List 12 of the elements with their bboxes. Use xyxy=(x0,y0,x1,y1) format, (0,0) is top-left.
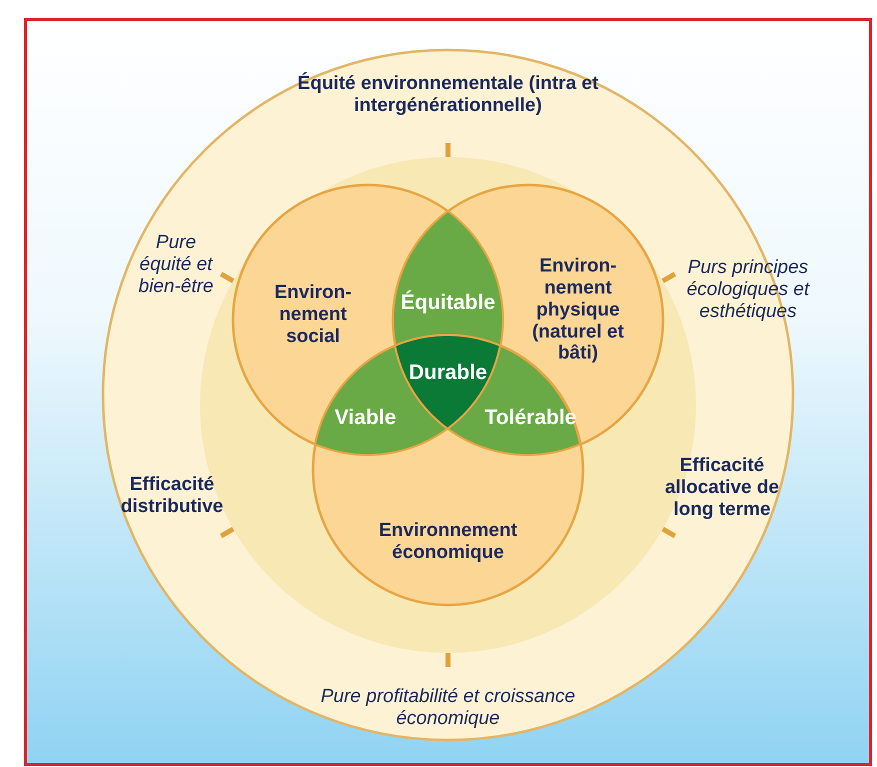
region-label: Équitable xyxy=(400,290,496,315)
ring-label: Pure profitabilité et croissance économique xyxy=(320,686,576,730)
region-label: Viable xyxy=(334,406,396,430)
region-label: Environ- nement social xyxy=(273,282,353,348)
ring-label: Pure équité et bien-être xyxy=(138,232,214,298)
ring-label: Efficacité allocative de long terme xyxy=(664,455,780,521)
region-label: Environ- nement physique (naturel et bâti) xyxy=(531,255,625,365)
ring-label: Purs principes écologiques et esthétiques xyxy=(686,257,810,323)
region-label: Durable xyxy=(408,361,488,386)
ring-label: Équité environnementale (intra et intergénérationnelle) xyxy=(296,73,600,117)
ring-label: Efficacité distributive xyxy=(120,474,224,518)
region-label: Environnement économique xyxy=(378,520,518,564)
